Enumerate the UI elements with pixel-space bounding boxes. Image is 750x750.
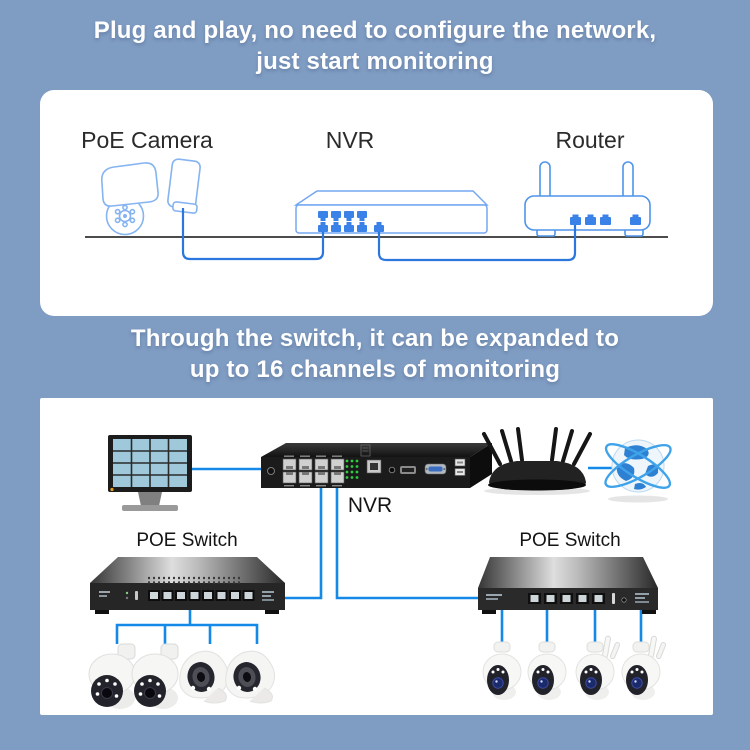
right-poe-switch-label: POE Switch [519, 530, 621, 551]
poe-camera-icon [100, 158, 201, 236]
ptz-camera-icon [482, 641, 522, 701]
nvr-poe-ports [282, 455, 345, 487]
nvr-audio-jack [388, 466, 396, 474]
wifi-ptz-camera-icon [621, 635, 667, 701]
switch-expansion-diagram-card: NVR POE Switch POE Switch [40, 398, 713, 715]
cable-nvr-to-router [377, 224, 577, 262]
right-switch-ports [528, 593, 605, 604]
nvr-label: NVR [325, 127, 375, 153]
router-ports-icon [570, 214, 641, 225]
dome-camera-icon [225, 650, 276, 704]
plug-and-play-diagram [85, 158, 668, 262]
heading1-line1: Plug and play, no need to configure the … [93, 17, 657, 44]
cable-left-switch-to-cameras [115, 609, 259, 644]
nvr-usb-ports [454, 458, 466, 476]
heading2-line2: up to 16 channels of monitoring [189, 356, 561, 383]
plug-and-play-diagram-card: PoE Camera NVR Router [40, 90, 713, 316]
heading2-line1: Through the switch, it can be expanded t… [130, 325, 620, 352]
poe-switch-right-icon [478, 557, 658, 614]
switch-expansion-diagram [88, 427, 672, 710]
router-label: Router [555, 127, 625, 153]
section2-heading: Through the switch, it can be expanded t… [0, 323, 750, 385]
left-poe-switch-label: POE Switch [136, 530, 238, 551]
heading1-line2: just start monitoring [256, 48, 494, 75]
wifi-router-icon [482, 427, 592, 495]
poe-switch-left-icon [90, 557, 285, 614]
section1-heading: Plug and play, no need to configure the … [0, 15, 750, 77]
ptz-camera-icon [527, 641, 567, 701]
internet-globe-icon [604, 439, 672, 503]
nvr-ports-icon [318, 211, 384, 232]
monitor-icon [108, 435, 192, 511]
nvr-hdmi-port [400, 466, 416, 474]
cable-right-switch-to-cameras [500, 608, 643, 644]
left-switch-ports [148, 590, 255, 601]
cable-nvr-to-right-switch [335, 486, 480, 600]
nvr-status-leds [345, 459, 359, 479]
ptz-camera-icon [88, 643, 136, 710]
dome-camera-icon [179, 650, 230, 704]
ptz-camera-icon [131, 643, 179, 710]
nvr-vga-port [424, 463, 447, 475]
router-outline-icon [524, 161, 651, 237]
nvr-device-icon [261, 443, 492, 488]
ethernet-cables [115, 466, 643, 644]
nvr-outline-icon [293, 190, 489, 234]
cable-camera-to-nvr [181, 208, 325, 261]
nvr-device-label: NVR [347, 494, 393, 517]
cable-nvr-to-left-switch [284, 486, 323, 600]
wifi-ptz-camera-icon [575, 635, 621, 701]
poe-camera-label: PoE Camera [81, 127, 213, 153]
